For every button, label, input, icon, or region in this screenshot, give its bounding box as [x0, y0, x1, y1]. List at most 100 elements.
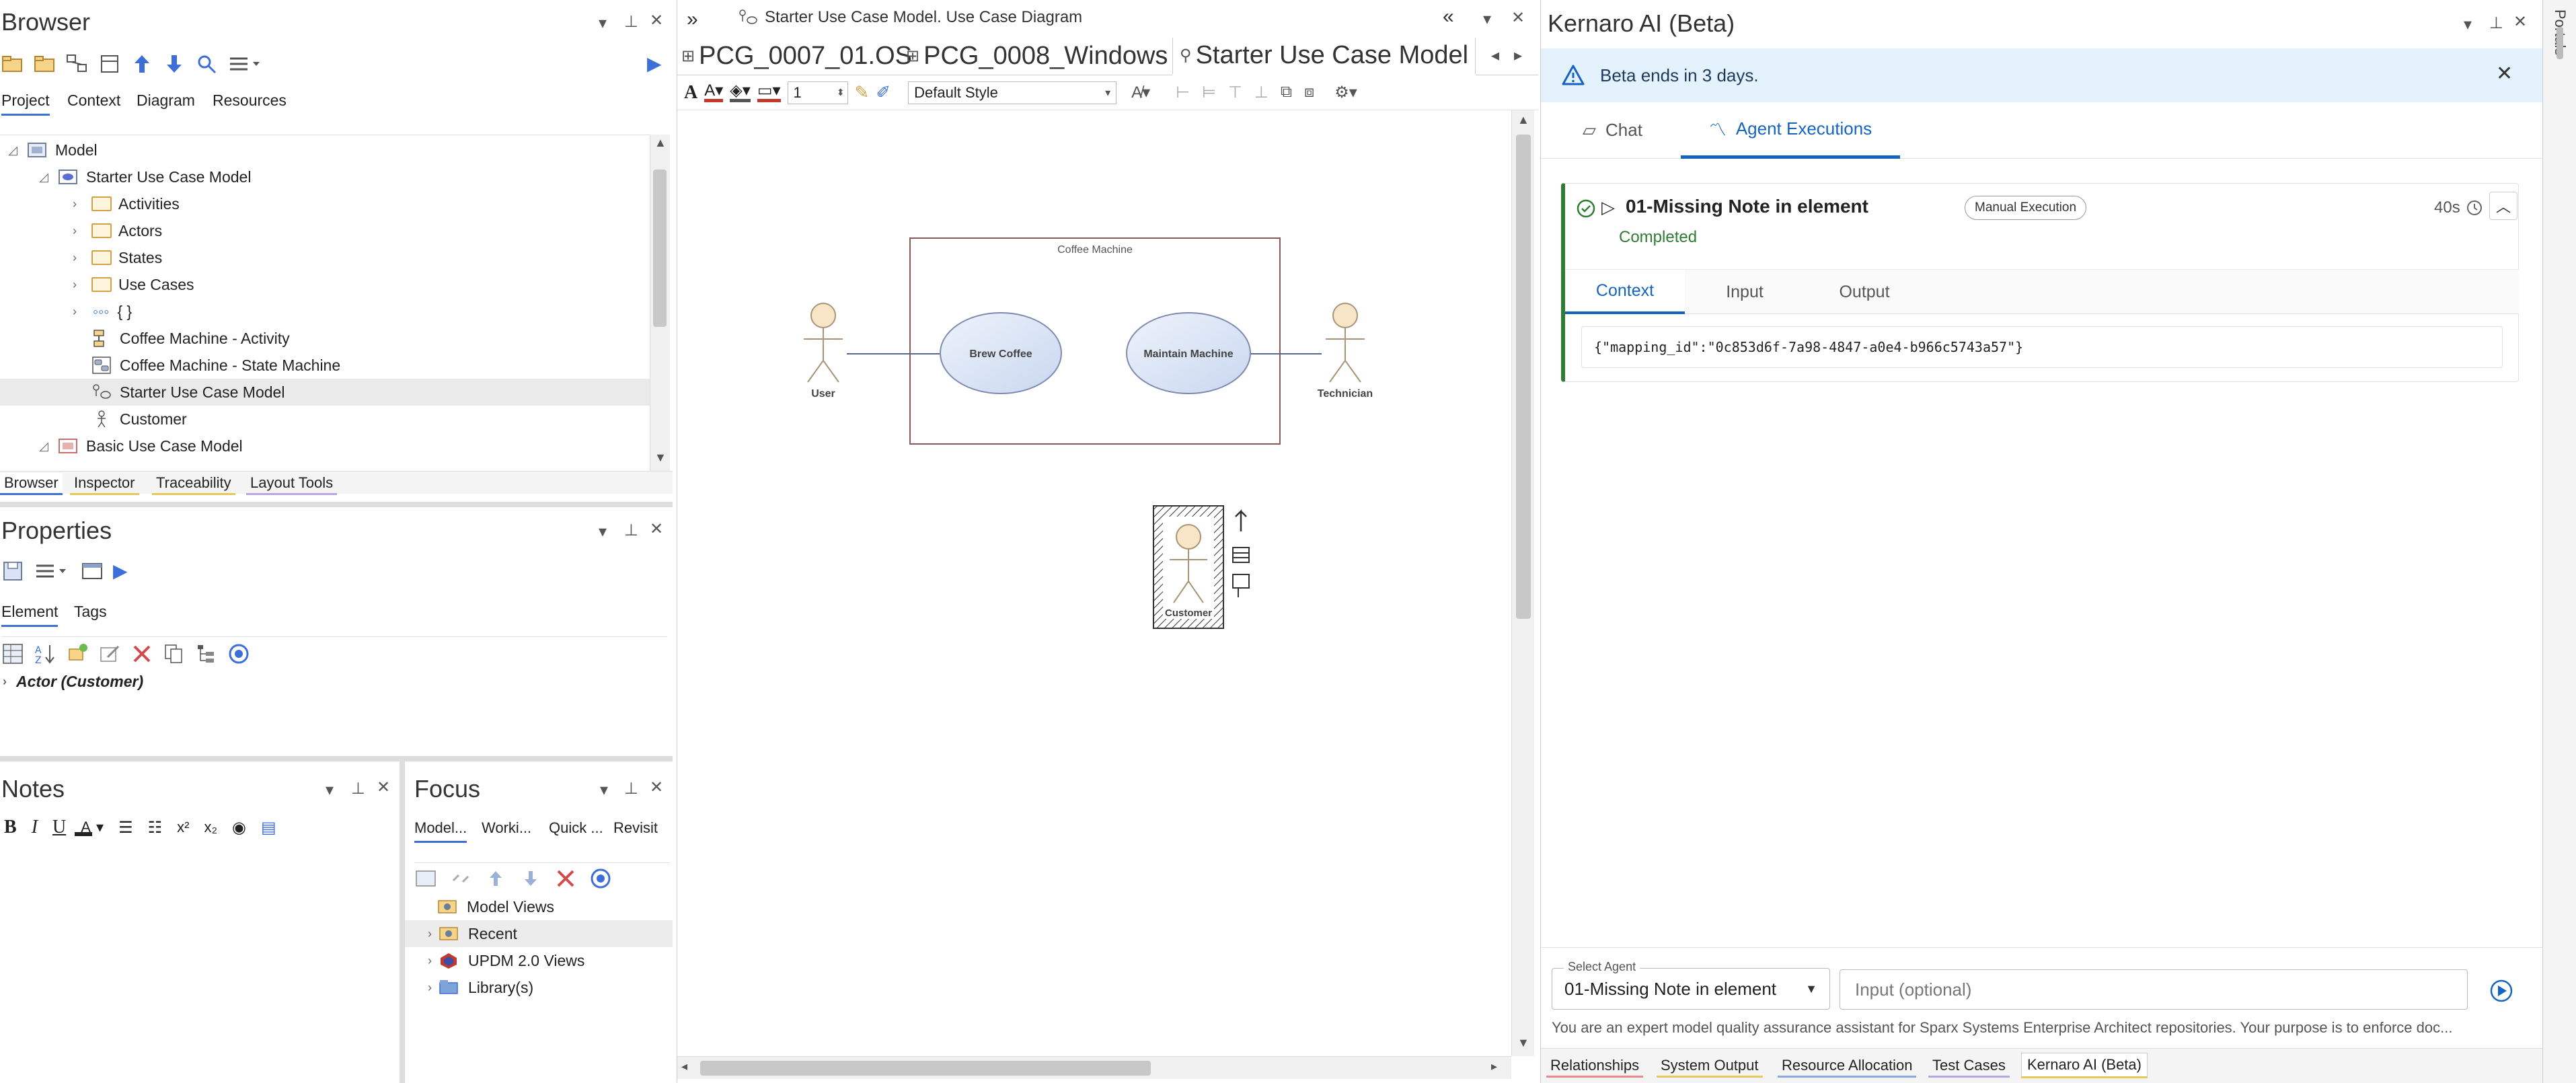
tab-inspector[interactable]: Inspector [70, 473, 139, 495]
usecase-brew-coffee[interactable] [940, 312, 1062, 394]
tab-element[interactable]: Element [1, 603, 59, 627]
tab-quick[interactable]: Quick ... [549, 819, 603, 836]
panel-menu-icon[interactable]: ▾ [2464, 15, 2472, 34]
pin-icon[interactable]: ⊥ [351, 780, 365, 798]
font-color-icon[interactable]: A ▾ [74, 819, 104, 836]
properties-row[interactable]: › Actor (Customer) [0, 670, 666, 693]
tab-layout-tools[interactable]: Layout Tools [246, 473, 338, 495]
same-size-icon[interactable]: ⧉ [1280, 83, 1292, 101]
new-tag-icon[interactable] [66, 642, 89, 665]
splitter[interactable] [400, 761, 405, 1083]
grid-view-icon[interactable] [414, 867, 437, 890]
close-icon[interactable]: ✕ [377, 778, 391, 796]
font-color-icon[interactable]: A▾ [704, 83, 724, 102]
delete-icon[interactable] [130, 642, 153, 665]
tab-scroll-right-icon[interactable]: ▸ [1514, 46, 1523, 65]
stepper-arrows-icon[interactable]: ⬍ [836, 87, 845, 98]
pin-icon[interactable]: ⊥ [2489, 14, 2503, 32]
edit-tag-icon[interactable] [98, 642, 121, 665]
browser-scrollbar[interactable]: ▲ ▼ [650, 135, 670, 471]
tree-node-use-cases[interactable]: ›Use Cases [0, 271, 651, 298]
expand-icon[interactable]: › [428, 980, 432, 994]
collapse-icon[interactable]: ◿ [39, 170, 48, 184]
find-icon[interactable] [195, 52, 218, 75]
tab-chat[interactable]: ▱Chat [1583, 120, 1642, 141]
collapse-icon[interactable]: ◿ [39, 439, 48, 453]
menu-icon[interactable] [227, 52, 265, 75]
pin-icon[interactable]: ⊥ [624, 521, 638, 539]
move-up-icon[interactable] [130, 52, 153, 75]
panel-menu-icon[interactable]: ▾ [326, 781, 334, 799]
panel-menu-icon[interactable]: ▾ [599, 14, 607, 32]
element-menu-icon[interactable] [1232, 547, 1250, 563]
tree-node-starter-use-case-model[interactable]: ◿Starter Use Case Model [0, 163, 651, 190]
execution-header[interactable]: ▷ 01-Missing Note in element Manual Exec… [1565, 184, 2519, 270]
new-diagram-icon[interactable] [66, 52, 89, 75]
actor-technician[interactable] [1326, 303, 1365, 383]
new-package-icon[interactable] [1, 52, 24, 75]
tree-node-starter-use-case-diagram[interactable]: Starter Use Case Model [0, 379, 651, 406]
subscript-icon[interactable]: x₂ [204, 819, 217, 835]
align-bottom-icon[interactable]: ⊥ [1254, 83, 1268, 102]
panel-menu-icon[interactable]: ▾ [1483, 10, 1492, 28]
play-icon[interactable]: ▶ [647, 53, 662, 74]
fill-color-icon[interactable]: ◈▾ [730, 83, 751, 102]
subtab-output[interactable]: Output [1839, 282, 1890, 301]
doc-tab-pcg-0007[interactable]: ⊞PCG_0007_01.OS [681, 42, 912, 71]
tree-node-states[interactable]: ›States [0, 244, 651, 271]
target-icon[interactable] [589, 867, 612, 890]
tab-model[interactable]: Model... [414, 819, 467, 843]
tab-test-cases[interactable]: Test Cases [1928, 1055, 2010, 1078]
format-painter-icon[interactable]: ✎ [854, 82, 870, 102]
quick-linker-icon[interactable] [1235, 509, 1247, 531]
tree-node-braces[interactable]: ›◦◦◦{ } [0, 298, 651, 325]
scroll-left-icon[interactable]: ◂ [681, 1059, 688, 1073]
move-up-icon[interactable] [484, 867, 507, 890]
grid-view-icon[interactable] [1, 642, 24, 665]
new-folder-icon[interactable] [34, 52, 56, 75]
focus-item-recent[interactable]: ›Recent [405, 920, 673, 947]
tab-agent-executions[interactable]: 〽Agent Executions [1681, 102, 1900, 159]
tab-revisit[interactable]: Revisit [613, 819, 658, 836]
move-down-icon[interactable] [519, 867, 542, 890]
diagram-canvas[interactable]: Coffee Machine Brew Coffee Maintain Mach… [677, 110, 1511, 1056]
document-icon[interactable]: ▤ [260, 818, 276, 837]
scroll-thumb[interactable] [700, 1061, 1151, 1076]
tab-system-output[interactable]: System Output [1657, 1055, 1763, 1078]
close-icon[interactable]: ✕ [650, 11, 664, 30]
scroll-thumb[interactable] [1516, 135, 1531, 619]
focus-item-updm[interactable]: ›UPDM 2.0 Views [405, 947, 673, 974]
font-icon[interactable]: A [684, 81, 698, 103]
pin-icon[interactable]: ⊥ [624, 13, 638, 31]
portals-sidebar[interactable]: Portals [2542, 0, 2576, 1083]
properties-dialog-icon[interactable] [81, 560, 104, 583]
target-icon[interactable] [227, 642, 250, 665]
new-element-icon[interactable] [98, 52, 121, 75]
scroll-up-icon[interactable]: ▲ [654, 136, 667, 149]
link-icon[interactable] [449, 867, 472, 890]
properties-shortcut-icon[interactable] [1232, 574, 1250, 597]
tab-browser[interactable]: Browser [0, 473, 63, 495]
expand-icon[interactable]: › [73, 304, 77, 318]
expand-icon[interactable]: › [428, 926, 432, 940]
bold-icon[interactable]: B [4, 817, 17, 837]
layout-icon[interactable]: ⚙▾ [1334, 83, 1357, 102]
scroll-down-icon[interactable]: ▼ [1517, 1036, 1529, 1049]
tab-relationships[interactable]: Relationships [1546, 1055, 1644, 1078]
send-button[interactable] [2488, 977, 2515, 1004]
spellcheck-icon[interactable]: ◉ [232, 818, 246, 837]
underline-icon[interactable]: U [52, 817, 67, 837]
save-icon[interactable] [1, 560, 24, 583]
same-height-icon[interactable]: ⧈ [1303, 83, 1315, 101]
tab-context[interactable]: Context [67, 91, 121, 109]
actor-user[interactable] [804, 303, 843, 383]
line-width-stepper[interactable]: 1⬍ [787, 81, 848, 104]
close-icon[interactable]: ✕ [2513, 13, 2528, 31]
tree-view-icon[interactable] [195, 642, 218, 665]
scroll-right-icon[interactable]: ▸ [1491, 1059, 1498, 1073]
align-top-icon[interactable]: ⊤ [1228, 83, 1242, 102]
tab-resource-allocation[interactable]: Resource Allocation [1778, 1055, 1917, 1078]
align-left-icon[interactable]: ⊢ [1176, 83, 1190, 102]
tab-traceability[interactable]: Traceability [152, 473, 235, 495]
pin-icon[interactable]: ⊥ [624, 780, 638, 798]
